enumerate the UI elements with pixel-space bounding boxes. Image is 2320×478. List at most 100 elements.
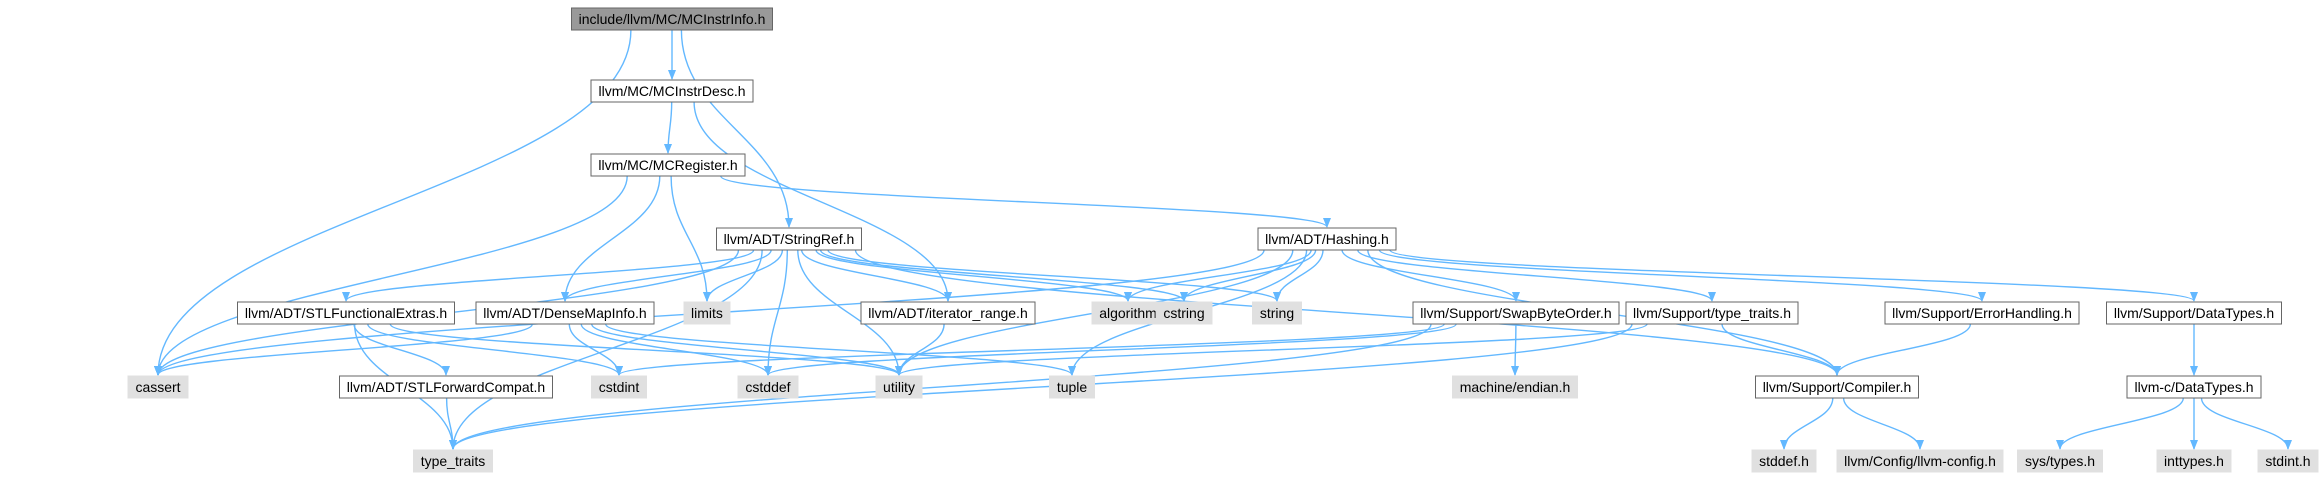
node-label: llvm/ADT/STLForwardCompat.h	[347, 379, 545, 395]
node-box	[1412, 301, 1620, 325]
edge-hashing-to-errorh	[1378, 249, 1986, 302]
node-box	[413, 449, 493, 473]
node-label: cassert	[135, 379, 180, 395]
edge-compiler-to-stddef	[1780, 397, 1834, 450]
node-label: llvm/ADT/Hashing.h	[1265, 231, 1389, 247]
edge-stringref-to-densemap	[561, 249, 772, 302]
edge-hashing-to-swapbyte	[1341, 249, 1520, 302]
node-densemap[interactable]: llvm/ADT/DenseMapInfo.h	[475, 301, 655, 325]
edge-mcregister-to-densemap	[561, 175, 661, 302]
node-label: llvm/Support/DataTypes.h	[2114, 305, 2274, 321]
node-stringref[interactable]: llvm/ADT/StringRef.h	[716, 227, 862, 251]
node-cdatatypes[interactable]: llvm-c/DataTypes.h	[2126, 375, 2262, 399]
node-endian: machine/endian.h	[1452, 375, 1578, 399]
edge-swapbyte-to-cstdint	[615, 323, 1445, 376]
node-typetraitsh[interactable]: llvm/Support/type_traits.h	[1625, 301, 1799, 325]
node-box	[1755, 375, 1919, 399]
node-label: llvm/MC/MCInstrDesc.h	[598, 83, 745, 99]
edge-hashing-to-cstring	[1180, 249, 1317, 302]
node-stdint: stdint.h	[2257, 449, 2319, 473]
node-layer: include/llvm/MC/MCInstrInfo.h llvm/MC/MCI…	[127, 7, 2319, 473]
edge-typetraitsh-to-compiler	[1721, 323, 1841, 376]
node-label: algorithm	[1099, 305, 1157, 321]
node-label: llvm/Support/ErrorHandling.h	[1892, 305, 2072, 321]
node-swapbyte[interactable]: llvm/Support/SwapByteOrder.h	[1412, 301, 1620, 325]
node-box	[2106, 301, 2282, 325]
edge-hashing-to-datatypes	[1389, 249, 2198, 302]
edge-mcregister-to-cassert	[154, 175, 628, 376]
node-datatypes[interactable]: llvm/Support/DataTypes.h	[2106, 301, 2282, 325]
edge-stringref-to-limits	[703, 249, 784, 302]
node-mcregister[interactable]: llvm/MC/MCRegister.h	[590, 153, 746, 177]
edge-stlfunc-to-cstdint	[367, 323, 623, 376]
node-label: stdint.h	[2265, 453, 2310, 469]
node-box	[339, 375, 553, 399]
node-box	[2126, 375, 2262, 399]
edge-stringref-to-algorithm	[815, 249, 1132, 302]
node-mcinstrinfo[interactable]: include/llvm/MC/MCInstrInfo.h	[571, 7, 773, 31]
node-systypes: sys/types.h	[2017, 449, 2103, 473]
edge-stringref-to-cstddef	[764, 249, 788, 376]
node-iterrange[interactable]: llvm/ADT/iterator_range.h	[860, 301, 1036, 325]
edge-typetraitsh-to-typetraits	[449, 323, 1633, 450]
node-tuple: tuple	[1049, 375, 1095, 399]
node-label: llvm/MC/MCRegister.h	[598, 157, 737, 173]
edge-stringref-to-utility	[797, 249, 903, 376]
node-label: llvm/ADT/DenseMapInfo.h	[483, 305, 646, 321]
node-label: cstddef	[745, 379, 790, 395]
edge-densemap-to-cstdint	[568, 323, 623, 376]
node-hashing[interactable]: llvm/ADT/Hashing.h	[1257, 227, 1397, 251]
edge-cdatatypes-to-stdint	[2200, 397, 2292, 450]
edge-stringref-to-typetraits	[449, 249, 763, 450]
node-box	[875, 375, 923, 399]
node-label: type_traits	[421, 453, 486, 469]
node-box	[1751, 449, 1817, 473]
edge-stringref-to-iterrange	[801, 249, 952, 302]
node-limits: limits	[683, 301, 731, 325]
edge-compiler-to-llvmconfig	[1842, 397, 1924, 450]
node-box	[591, 375, 647, 399]
node-label: sys/types.h	[2025, 453, 2095, 469]
edge-swapbyte-to-cstddef	[764, 323, 1457, 376]
node-box	[860, 301, 1036, 325]
node-box	[237, 301, 455, 325]
edge-swapbyte-to-endian	[1511, 323, 1520, 376]
node-typetraits: type_traits	[413, 449, 493, 473]
node-label: llvm/Support/Compiler.h	[1763, 379, 1912, 395]
node-box	[716, 227, 862, 251]
edge-stlfunc-to-stlforward	[353, 323, 450, 376]
node-box	[2257, 449, 2319, 473]
node-box	[1836, 449, 2004, 473]
edge-iterrange-to-utility	[895, 323, 945, 376]
node-errorh[interactable]: llvm/Support/ErrorHandling.h	[1884, 301, 2080, 325]
node-box	[2017, 449, 2103, 473]
node-label: llvm/Config/llvm-config.h	[1844, 453, 1996, 469]
edge-densemap-to-tuple	[604, 323, 1076, 376]
node-stlfunc[interactable]: llvm/ADT/STLFunctionalExtras.h	[237, 301, 455, 325]
edge-hashing-to-string	[1273, 249, 1324, 302]
node-algorithm: algorithm	[1091, 301, 1165, 325]
node-compiler[interactable]: llvm/Support/Compiler.h	[1755, 375, 1919, 399]
node-box	[2156, 449, 2232, 473]
node-inttypes: inttypes.h	[2156, 449, 2232, 473]
node-label: llvm/Support/type_traits.h	[1633, 305, 1791, 321]
node-label: llvm/ADT/iterator_range.h	[868, 305, 1028, 321]
node-label: llvm/ADT/StringRef.h	[724, 231, 855, 247]
node-stlforward[interactable]: llvm/ADT/STLForwardCompat.h	[339, 375, 553, 399]
node-box	[590, 153, 746, 177]
edge-typetraitsh-to-utility	[895, 323, 1648, 376]
node-mcinstrdesc[interactable]: llvm/MC/MCInstrDesc.h	[590, 79, 754, 103]
node-label: inttypes.h	[2164, 453, 2224, 469]
edge-densemap-to-cassert	[154, 323, 534, 376]
edge-stlfunc-to-utility	[389, 323, 903, 376]
edge-stringref-to-string	[827, 249, 1281, 302]
edge-layer	[154, 29, 2292, 450]
node-box	[1257, 227, 1397, 251]
edge-mcregister-to-hashing	[720, 175, 1331, 228]
node-cstdint: cstdint	[591, 375, 647, 399]
node-label: llvm/Support/SwapByteOrder.h	[1420, 305, 1611, 321]
node-cstring: cstring	[1155, 301, 1213, 325]
node-label: limits	[691, 305, 723, 321]
node-box	[571, 7, 773, 31]
node-box	[1049, 375, 1095, 399]
